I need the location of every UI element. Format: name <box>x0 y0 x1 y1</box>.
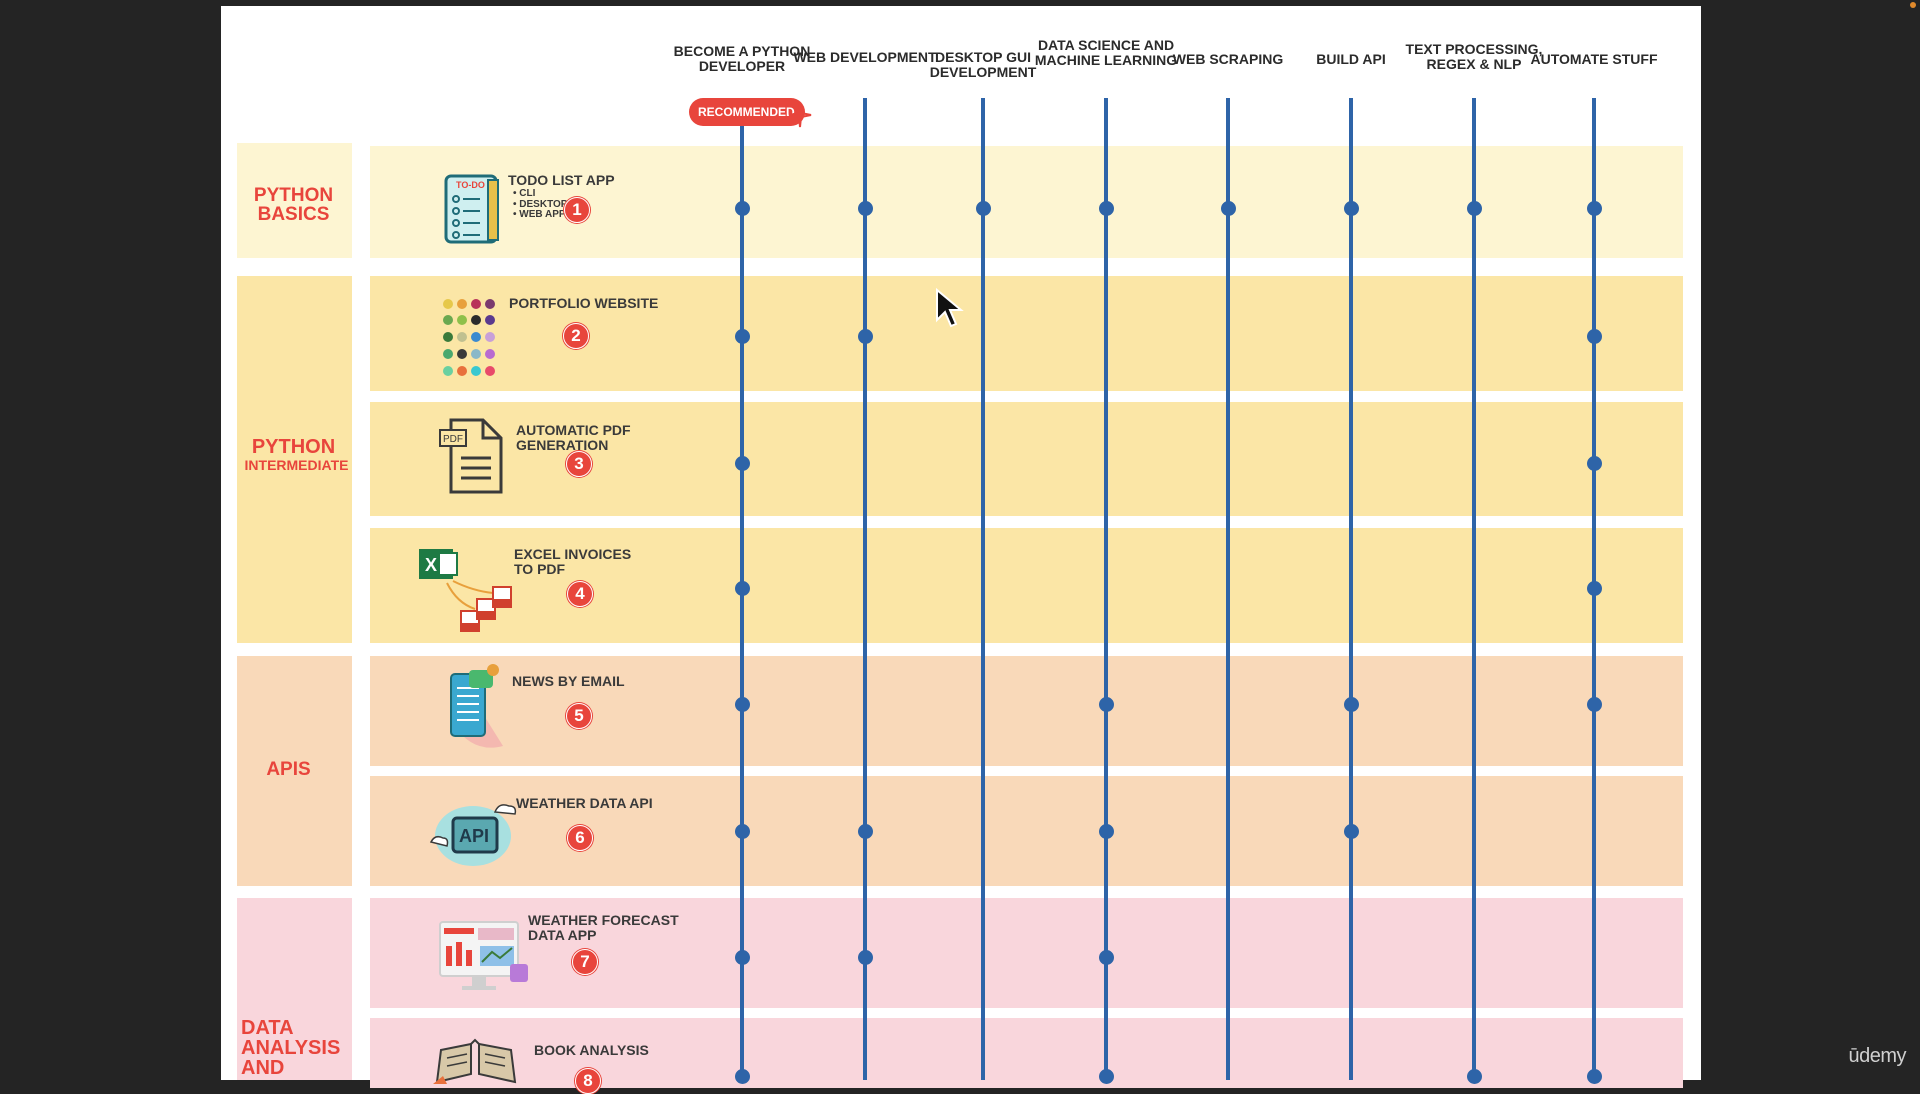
mouse-cursor-icon <box>936 287 964 328</box>
project-column-dot <box>1221 201 1236 216</box>
project-column-dot <box>1587 329 1602 344</box>
project-column-dot <box>735 824 750 839</box>
category-band-apis <box>237 656 352 886</box>
project-column-dot <box>1344 824 1359 839</box>
project-bullet-list: • CLI • Desktop GUI • Web App <box>513 188 588 221</box>
project-column-dot <box>858 201 873 216</box>
project-column-dot <box>1587 201 1602 216</box>
column-header: Web Development <box>793 49 937 65</box>
category-label-python: Python <box>251 436 336 458</box>
project-bullet: • CLI <box>513 188 536 199</box>
project-number-badge: 2 <box>563 323 589 349</box>
project-title: Weather Forecast Data App <box>528 912 679 943</box>
category-band-python-basics <box>237 143 352 258</box>
project-column-dot <box>1099 697 1114 712</box>
project-column-dot <box>1344 697 1359 712</box>
status-indicator <box>1910 2 1916 8</box>
project-number-badge: 6 <box>567 825 593 851</box>
api-cloud-icon: API <box>429 804 517 866</box>
project-number-badge: 4 <box>567 581 593 607</box>
project-column-dot <box>1467 201 1482 216</box>
project-title: Excel Invoices to PDF <box>514 546 632 577</box>
project-number-badge: 8 <box>575 1068 601 1094</box>
column-line <box>1104 98 1108 1080</box>
category-label-python-basics: Python Basics <box>253 185 334 225</box>
project-column-dot <box>1587 697 1602 712</box>
pdf-document-icon: PDF <box>439 418 503 494</box>
category-label-intermediate: Intermediate <box>244 457 349 473</box>
column-line <box>863 98 867 1080</box>
category-band-data-analysis <box>237 898 352 1080</box>
project-title: Weather Data API <box>516 795 653 811</box>
project-bullet: • Desktop GUI <box>513 198 588 210</box>
project-column-dot <box>735 950 750 965</box>
project-column-dot <box>1587 456 1602 471</box>
column-header: Web Scraping <box>1172 51 1284 67</box>
project-column-dot <box>1099 1069 1114 1084</box>
project-row-band <box>370 146 1683 258</box>
project-column-dot <box>1344 201 1359 216</box>
svg-text:PDF: PDF <box>443 434 463 445</box>
dashboard-monitor-icon <box>439 921 528 990</box>
todo-list-icon: TO-DO <box>444 174 499 244</box>
column-header: Build API <box>1316 51 1386 67</box>
project-column-dot <box>858 329 873 344</box>
project-column-dot <box>1587 581 1602 596</box>
project-title: Todo List App <box>508 172 615 188</box>
project-column-dot <box>858 824 873 839</box>
project-column-dot <box>735 1069 750 1084</box>
sparkle-icon <box>788 102 812 128</box>
recommended-badge: Recommended <box>689 98 805 126</box>
open-book-icon <box>433 1038 517 1084</box>
column-line <box>1226 98 1230 1080</box>
column-line <box>1349 98 1353 1080</box>
project-title: Book Analysis <box>534 1042 649 1058</box>
project-title: Portfolio Website <box>509 295 659 311</box>
phone-news-icon <box>450 664 503 748</box>
project-title: Automatic PDF Generation <box>516 422 631 453</box>
column-line <box>981 98 985 1080</box>
excel-to-pdf-icon: X <box>419 549 512 632</box>
project-number-badge: 5 <box>566 703 592 729</box>
column-header: Desktop GUI Development <box>929 49 1037 80</box>
column-header: Data Science and Machine Learning <box>1034 37 1178 68</box>
project-column-dot <box>1099 950 1114 965</box>
project-column-dot <box>1587 1069 1602 1084</box>
project-column-dot <box>735 456 750 471</box>
project-column-dot <box>735 697 750 712</box>
roadmap-sheet: Python Basics Python Intermediate APIs D… <box>221 6 1701 1094</box>
project-number-badge: 3 <box>566 451 592 477</box>
project-column-dot <box>735 581 750 596</box>
color-palette-icon <box>443 299 495 376</box>
project-column-dot <box>735 329 750 344</box>
project-bullet: • Web App <box>513 209 566 220</box>
svg-text:TO-DO: TO-DO <box>456 180 485 190</box>
column-header: Become a Python Developer <box>673 43 811 74</box>
project-column-dot <box>858 950 873 965</box>
project-column-dot <box>1099 824 1114 839</box>
category-label-data-analysis: Data Analysis and <box>241 1017 341 1079</box>
svg-text:X: X <box>425 555 437 575</box>
udemy-logo: ūdemy <box>1848 1045 1906 1067</box>
project-column-dot <box>735 201 750 216</box>
svg-text:API: API <box>459 826 489 846</box>
project-row-band <box>370 776 1683 886</box>
project-title: News by Email <box>512 673 625 689</box>
project-column-dot <box>1099 201 1114 216</box>
column-line <box>1472 98 1476 1080</box>
project-column-dot <box>1467 1069 1482 1084</box>
column-header: Automate Stuff <box>1530 51 1658 67</box>
project-number-badge: 7 <box>572 949 598 975</box>
project-column-dot <box>976 201 991 216</box>
category-band-python-intermediate <box>237 276 352 643</box>
project-number-badge: 1 <box>564 197 590 223</box>
column-header: Text Processing, Regex & NLP <box>1405 41 1543 72</box>
category-label-apis: APIs <box>266 759 311 780</box>
